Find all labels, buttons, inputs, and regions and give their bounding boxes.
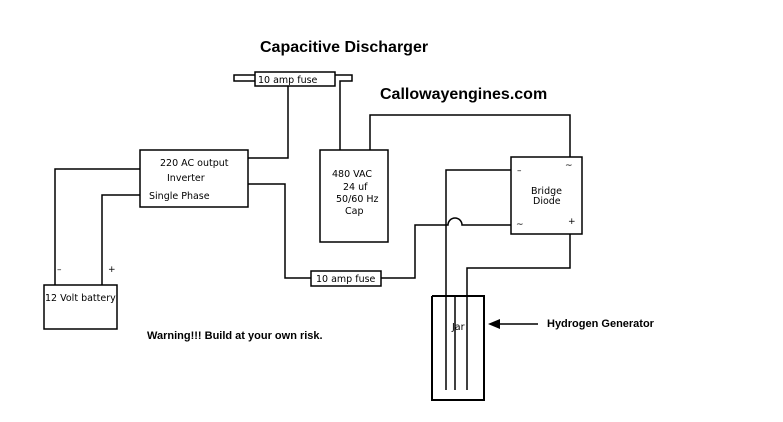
capacitor-label-2: 24 uf — [343, 182, 368, 193]
inverter-label-2: Inverter — [167, 173, 205, 184]
bridge-label-2: Diode — [533, 196, 561, 207]
diagram-title: Capacitive Discharger — [260, 39, 428, 56]
wire-fuse-top-capacitor — [335, 74, 353, 150]
wire-inverter-fuse-bottom — [248, 183, 311, 279]
wire-capacitor-bridge-ac — [369, 114, 571, 157]
bridge-terminal-ac-bottom: ~ — [516, 220, 524, 230]
wire-inverter-fuse-top — [233, 74, 289, 159]
jar-wall — [431, 295, 485, 401]
annotation-arrowhead-icon — [488, 319, 500, 329]
capacitor-label-1: 480 VAC — [332, 169, 372, 180]
jar-label: Jar — [451, 322, 465, 333]
inverter-label-3: Single Phase — [149, 191, 210, 202]
inverter-label-1: 220 AC output — [160, 158, 229, 169]
battery-box — [43, 284, 118, 330]
capacitor-label-4: Cap — [345, 206, 364, 217]
fuse-bottom — [310, 270, 382, 287]
bridge-diode-box — [510, 156, 583, 235]
wire-inverter-battery-neg — [54, 168, 140, 285]
fuse-bottom-label: 10 amp fuse — [316, 274, 376, 285]
battery-terminal-pos: + — [108, 265, 116, 275]
wire-fuse-bottom-bridge-ac — [381, 217, 511, 279]
hydrogen-generator-label: Hydrogen Generator — [547, 318, 655, 330]
bridge-terminal-neg: – — [517, 166, 522, 176]
battery-terminal-neg: – — [57, 265, 62, 275]
battery-label: 12 Volt battery — [45, 293, 116, 304]
fuse-top — [254, 71, 336, 87]
bridge-terminal-pos: + — [568, 217, 576, 227]
wire-bridge-pos-jar — [466, 234, 571, 390]
inverter-box — [139, 149, 249, 208]
bridge-terminal-ac-top: ~ — [565, 161, 573, 171]
wire-inverter-battery-pos — [101, 194, 140, 285]
wire-bridge-neg-jar — [445, 169, 511, 266]
capacitor-box — [319, 149, 389, 243]
capacitor-label-3: 50/60 Hz — [336, 194, 379, 205]
fuse-top-label: 10 amp fuse — [258, 75, 318, 86]
warning-text: Warning!!! Build at your own risk. — [147, 330, 323, 342]
website-label: Callowayengines.com — [380, 86, 547, 103]
bridge-label-1: Bridge — [531, 186, 562, 197]
